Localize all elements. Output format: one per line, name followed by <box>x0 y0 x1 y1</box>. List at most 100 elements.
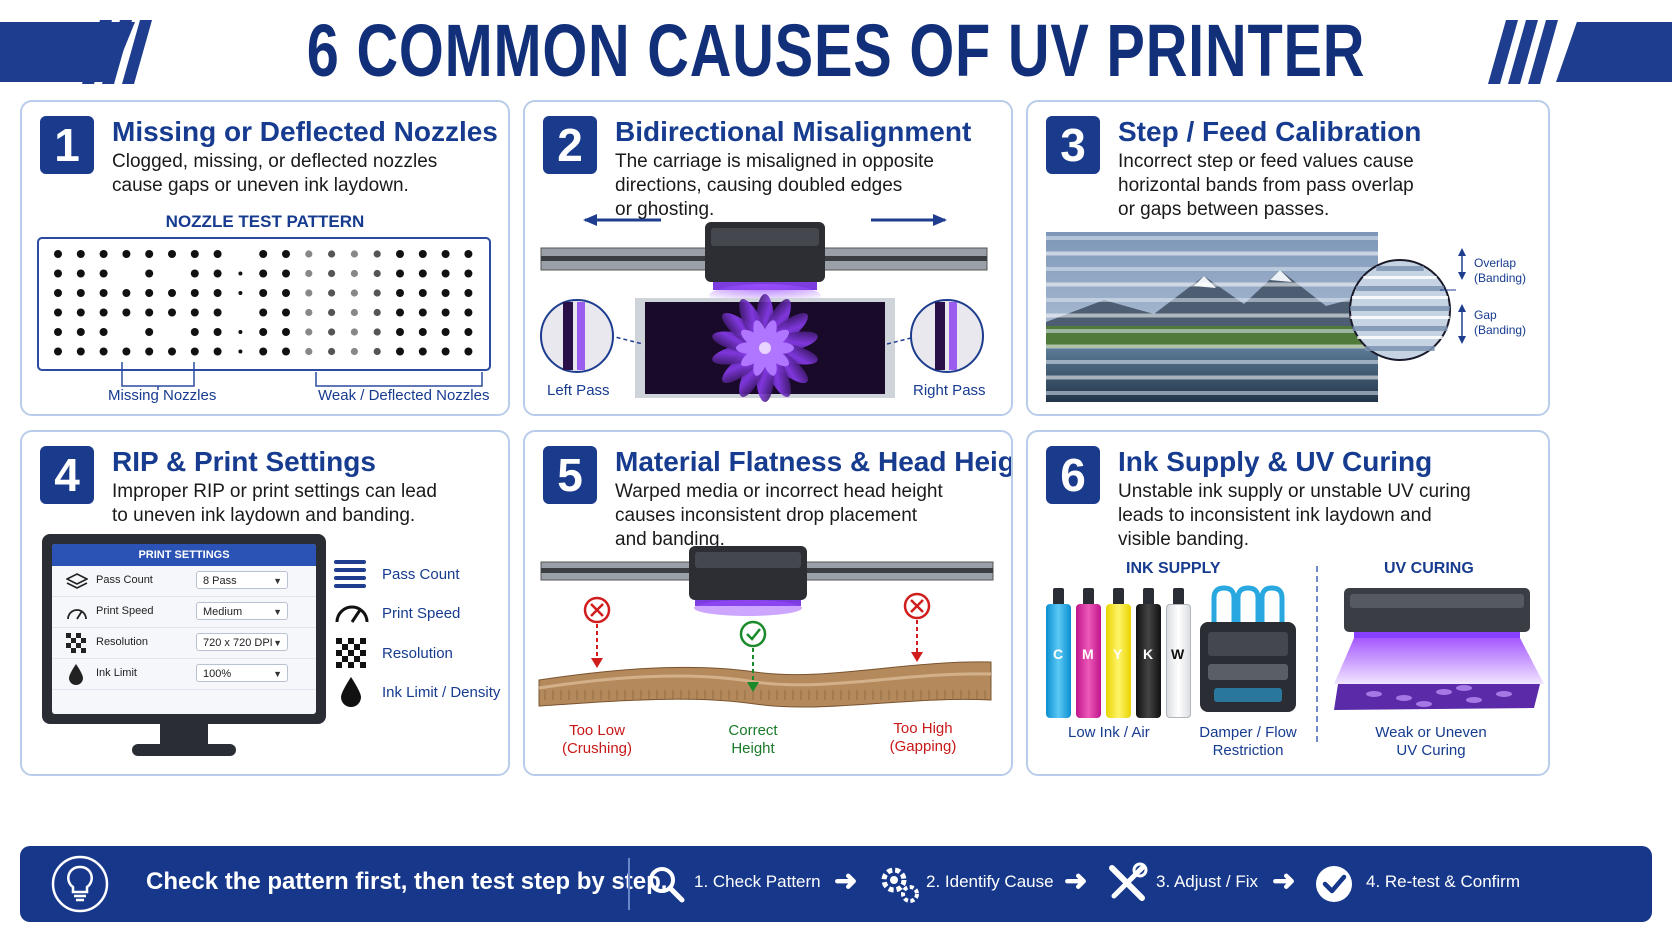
lightbulb-icon <box>51 855 109 913</box>
nozzle-dot <box>282 308 290 317</box>
step-adjust-fix: 3. Adjust / Fix <box>1156 872 1259 891</box>
nozzle-dot <box>328 347 336 356</box>
nozzle-dot <box>350 347 358 356</box>
damper-label: Damper / Flow Restriction <box>1196 724 1300 760</box>
weak-uv-label: Weak or Uneven UV Curing <box>1368 724 1494 760</box>
checker-legend-icon <box>336 638 366 668</box>
panel-title: Ink Supply & UV Curing <box>1118 446 1433 477</box>
zoom-band <box>1350 306 1450 311</box>
nozzle-dot <box>350 308 358 317</box>
legend-print-speed: Print Speed <box>382 605 461 622</box>
nozzle-dot <box>145 347 154 356</box>
bottle-c: C <box>1046 588 1071 718</box>
nozzle-dot <box>145 269 154 278</box>
check-circle-icon <box>1316 866 1352 902</box>
nozzle-dot <box>99 328 108 336</box>
print-speed-select[interactable]: Medium▼ <box>196 602 288 620</box>
right-pass-label: Right Pass <box>913 382 986 399</box>
flower-petal <box>753 346 769 376</box>
panel-description: Warped media or incorrect head height ca… <box>615 481 943 550</box>
setting-row-print-speed: Print Speed Medium▼ <box>52 597 316 628</box>
panel-number: 2 <box>543 116 597 174</box>
height-text: Height <box>731 740 775 757</box>
nozzle-dot <box>213 289 222 297</box>
section-divider <box>1316 566 1318 742</box>
nozzle-dot <box>238 291 243 295</box>
weak-nozzles-label: Weak / Deflected Nozzles <box>318 387 490 404</box>
nozzle-dot <box>464 269 473 278</box>
nozzle-dot <box>282 269 290 278</box>
band-stripe <box>1046 267 1378 271</box>
setting-label: Resolution <box>96 636 148 648</box>
ink-drop-legend-icon <box>341 677 361 707</box>
nozzle-dot <box>396 250 404 258</box>
nozzle-dot <box>76 347 85 356</box>
nozzle-dot <box>168 250 176 258</box>
nozzle-dot <box>122 347 131 356</box>
nozzle-dot <box>259 308 268 317</box>
banded-landscape-image <box>1046 232 1466 402</box>
nozzle-dot <box>373 328 381 336</box>
ink-drop-icon <box>69 664 83 685</box>
nozzle-dot <box>76 308 85 317</box>
gears-icon <box>881 867 919 903</box>
zoom-band <box>1357 336 1443 339</box>
nozzle-dot <box>99 269 108 278</box>
select-value: 100% <box>203 668 232 680</box>
nozzle-dot <box>168 289 176 297</box>
zoom-band <box>1350 316 1450 319</box>
panel-number: 1 <box>40 116 94 174</box>
select-value: Medium <box>203 606 243 618</box>
nozzle-dot <box>190 328 199 336</box>
nozzle-dot <box>122 308 131 317</box>
panel-number: 6 <box>1046 446 1100 504</box>
nozzle-dot <box>282 328 290 336</box>
resolution-select[interactable]: 720 x 720 DPI▼ <box>196 633 288 651</box>
chevron-down-icon: ▼ <box>273 638 282 648</box>
nozzle-dot <box>122 250 131 258</box>
nozzle-dot <box>238 349 243 354</box>
band-stripe <box>1046 313 1378 318</box>
setting-label: Pass Count <box>96 574 153 586</box>
nozzle-dot <box>396 328 404 336</box>
print-settings-window: PRINT SETTINGS Pass Count 8 Pass▼ Print … <box>52 544 316 714</box>
nozzle-dot <box>213 250 222 258</box>
overlap-banding-label: (Banding) <box>1474 271 1527 285</box>
nozzle-dot <box>328 269 336 278</box>
ink-limit-select[interactable]: 100%▼ <box>196 664 288 682</box>
panel-number: 4 <box>40 446 94 504</box>
too-low-text: Too Low <box>569 722 625 739</box>
nozzle-dot <box>282 347 290 356</box>
nozzle-dot <box>76 328 85 336</box>
nozzle-dot <box>76 289 85 297</box>
nozzle-dot <box>54 347 62 356</box>
nozzle-dot <box>259 347 268 356</box>
nozzle-dot <box>464 347 473 356</box>
nozzle-dot <box>122 289 131 297</box>
nozzle-dot <box>305 347 313 356</box>
nozzle-dot <box>54 328 62 336</box>
ink-supply-heading: INK SUPPLY <box>1126 560 1221 577</box>
panel-bidirectional: 2 Bidirectional Misalignment The carriag… <box>523 100 1013 416</box>
nozzle-dot <box>441 347 450 356</box>
correct-height-label: Correct Height <box>703 722 803 758</box>
nozzle-dot <box>168 347 176 356</box>
panel-title: Material Flatness & Head Height <box>615 446 1013 477</box>
nozzle-dot <box>418 250 427 258</box>
damper-text: Damper / Flow <box>1199 724 1297 741</box>
nozzle-dot <box>76 269 85 278</box>
bottle-letter: W <box>1171 646 1185 662</box>
nozzle-dot <box>145 328 154 336</box>
panel-rip-settings: 4 RIP & Print Settings Improper RIP or p… <box>20 430 510 776</box>
nozzle-dot <box>305 328 313 336</box>
nozzle-dot <box>54 250 62 258</box>
pass-count-select[interactable]: 8 Pass▼ <box>196 571 288 589</box>
setting-row-pass-count: Pass Count 8 Pass▼ <box>52 566 316 597</box>
low-ink-label: Low Ink / Air <box>1068 724 1150 741</box>
magnifier-icon <box>649 867 685 903</box>
nozzle-dot <box>259 289 268 297</box>
weak-text: Weak or Uneven <box>1375 724 1487 741</box>
panel-description: Incorrect step or feed values cause hori… <box>1118 151 1414 220</box>
nozzle-dot <box>373 269 381 278</box>
monitor: PRINT SETTINGS Pass Count 8 Pass▼ Print … <box>42 534 326 724</box>
